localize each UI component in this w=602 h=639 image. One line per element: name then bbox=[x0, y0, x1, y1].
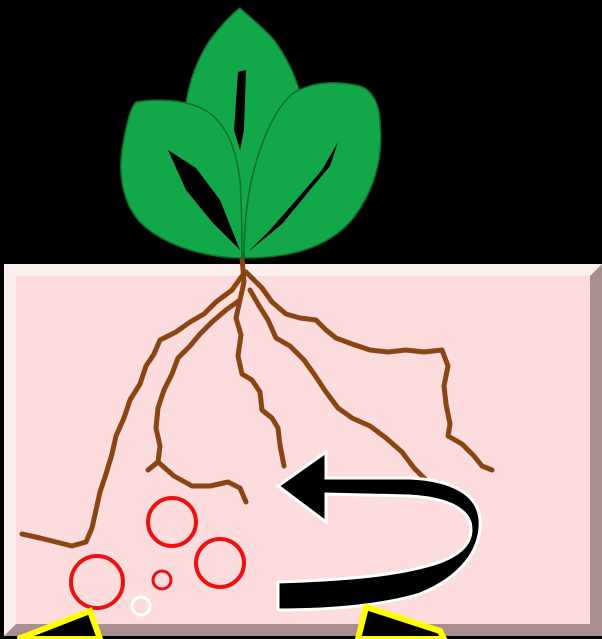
soil-bevel-right bbox=[590, 264, 602, 636]
soil-bevel-top bbox=[4, 264, 602, 276]
soil-face bbox=[16, 276, 590, 624]
three-leaf-seedling bbox=[121, 8, 381, 258]
soil-bevel-left bbox=[4, 264, 16, 636]
